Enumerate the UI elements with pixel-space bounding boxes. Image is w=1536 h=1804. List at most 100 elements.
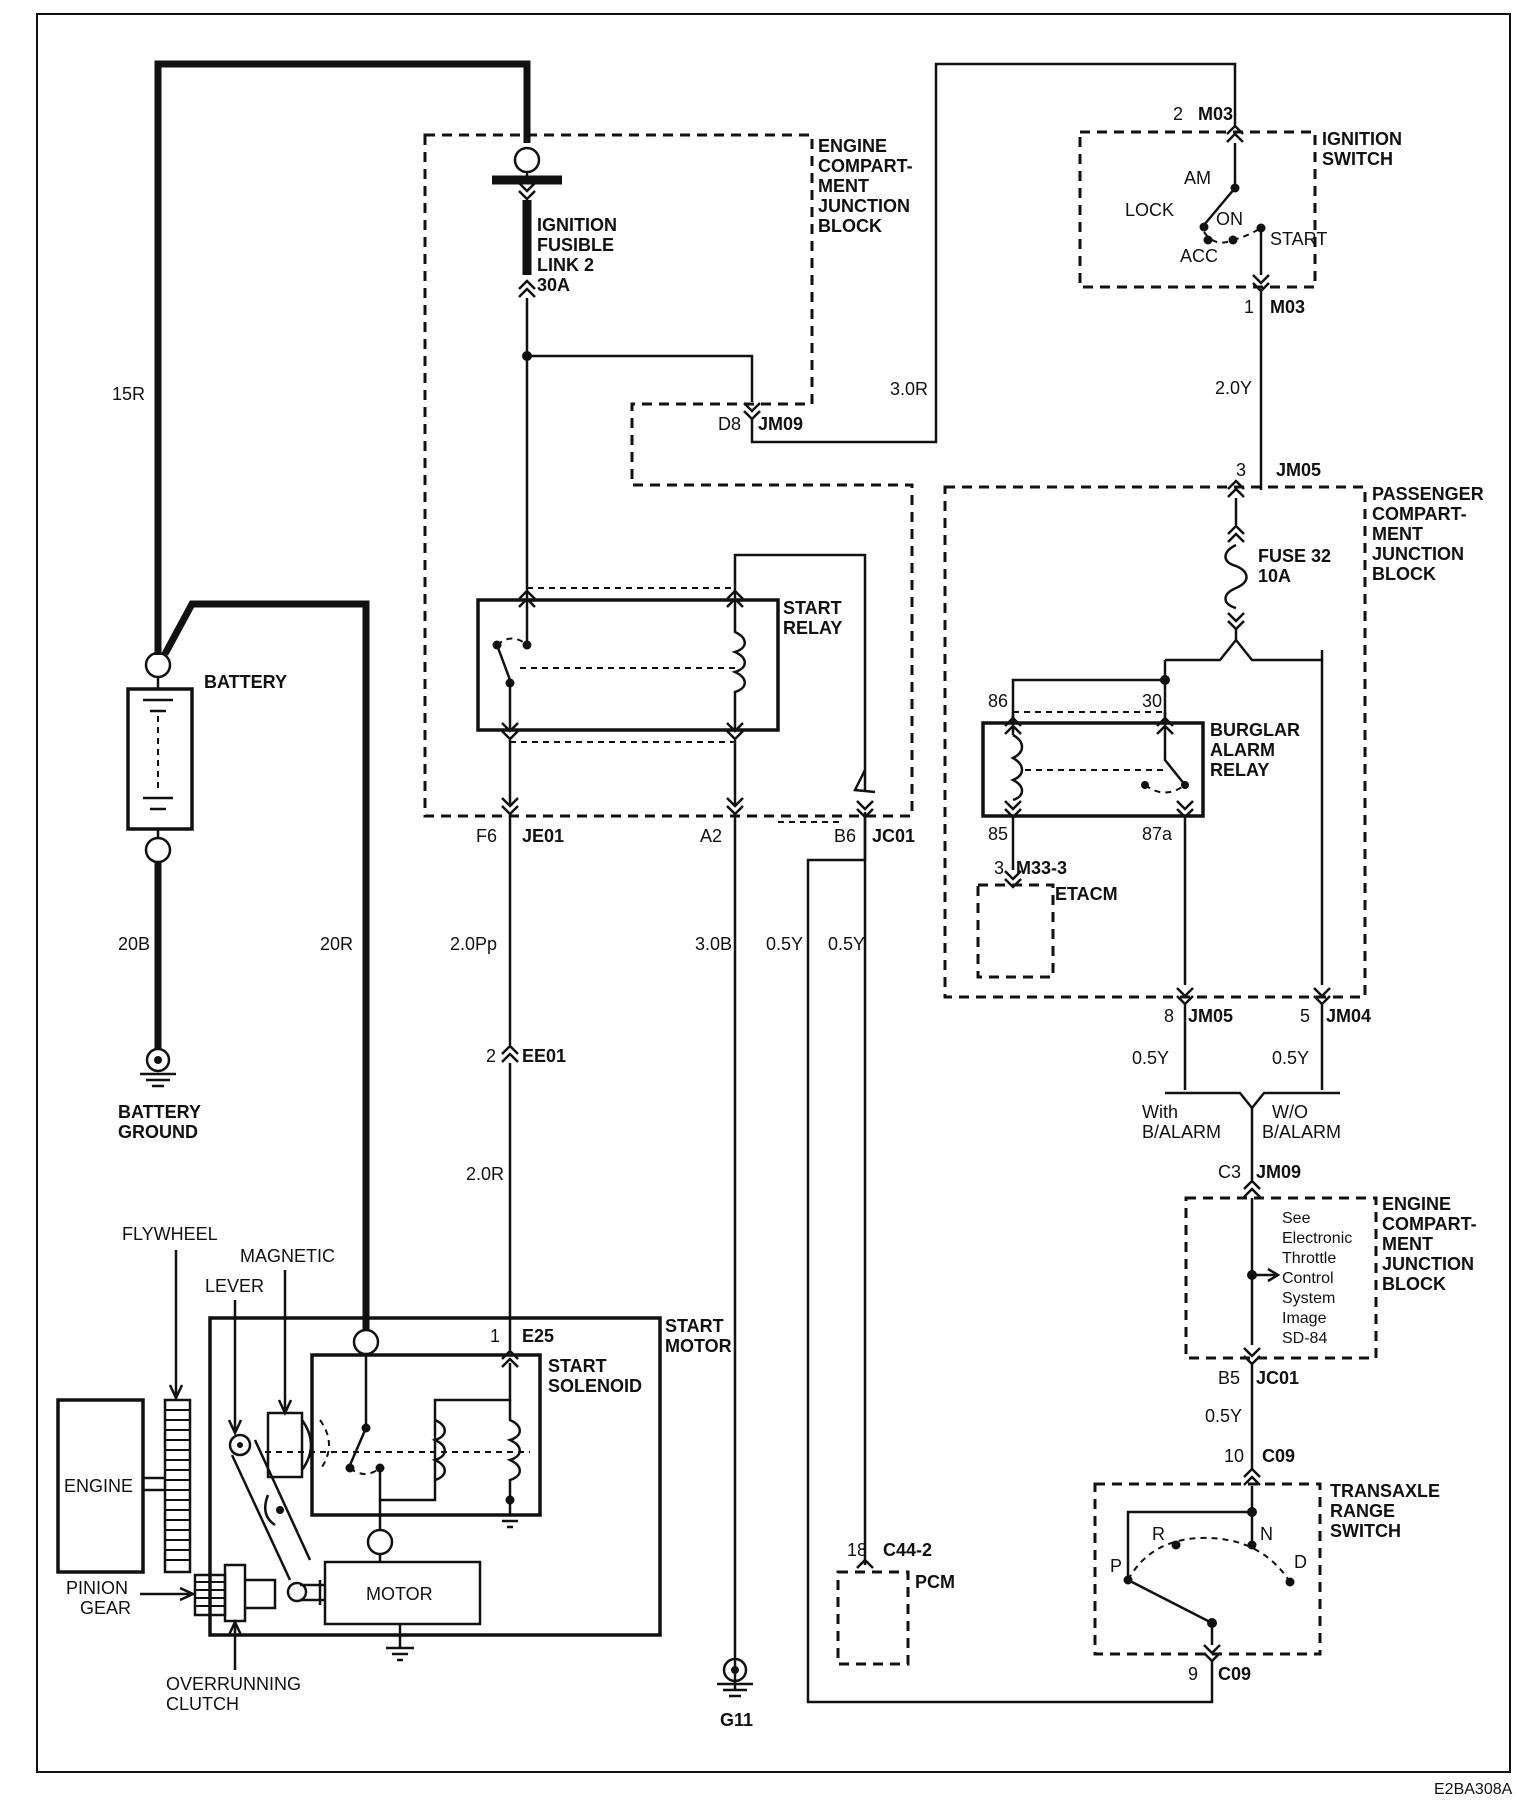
wire-20r	[161, 600, 370, 1330]
m03-bot-pin: 1	[1244, 297, 1254, 317]
fuse-32	[1224, 498, 1248, 640]
etacm-label: ETACM	[1055, 884, 1118, 904]
svg-text:START: START	[783, 598, 842, 618]
svg-text:BURGLAR: BURGLAR	[1210, 720, 1300, 740]
svg-text:FUSIBLE: FUSIBLE	[537, 235, 614, 255]
svg-text:Image: Image	[1282, 1310, 1327, 1327]
start-motor-label: START MOTOR	[665, 1316, 732, 1356]
engine-label: ENGINE	[64, 1476, 133, 1496]
jc01-b5-id: JC01	[1256, 1368, 1299, 1388]
jm09-c3-pin: C3	[1218, 1162, 1241, 1182]
wire-label-05y-e: 0.5Y	[1205, 1406, 1242, 1426]
c44-pin: 18	[847, 1540, 867, 1560]
burglar-alarm-relay	[981, 721, 1205, 818]
passenger-cjb-label: PASSENGER COMPART- MENT JUNCTION BLOCK	[1372, 484, 1484, 584]
svg-text:START: START	[665, 1316, 724, 1336]
option-splice	[1165, 1091, 1340, 1111]
svg-text:COMPART-: COMPART-	[1382, 1214, 1477, 1234]
wire-05y-b6	[806, 812, 1214, 1704]
svg-text:GEAR: GEAR	[80, 1598, 131, 1618]
svg-text:OVERRUNNING: OVERRUNNING	[166, 1674, 301, 1694]
wire-to-jm09	[527, 354, 754, 402]
c09-10-id: C09	[1262, 1446, 1295, 1466]
svg-text:CLUTCH: CLUTCH	[166, 1694, 239, 1714]
je01-id: JE01	[522, 826, 564, 846]
svg-text:Electronic: Electronic	[1282, 1230, 1352, 1247]
wire-label-20r: 20R	[320, 934, 353, 954]
svg-text:W/O: W/O	[1272, 1102, 1308, 1122]
magnetic-label: MAGNETIC	[240, 1246, 335, 1266]
svg-text:MENT: MENT	[1372, 524, 1423, 544]
svg-text:RANGE: RANGE	[1330, 1501, 1395, 1521]
start-relay-label: START RELAY	[783, 598, 842, 638]
svg-text:B/ALARM: B/ALARM	[1262, 1122, 1341, 1142]
gear-r: R	[1152, 1524, 1165, 1544]
svg-text:BLOCK: BLOCK	[1382, 1274, 1446, 1294]
ignition-switch-label: IGNITION SWITCH	[1322, 129, 1402, 169]
relay-30: 30	[1142, 691, 1162, 711]
svg-text:IGNITION: IGNITION	[1322, 129, 1402, 149]
ignition-fusible-link	[492, 146, 562, 590]
start-motor-outline	[208, 1316, 662, 1637]
svg-text:BLOCK: BLOCK	[818, 216, 882, 236]
relay-coil-feed	[733, 553, 867, 792]
flywheel-label: FLYWHEEL	[122, 1224, 218, 1244]
battery-ground-label-2: GROUND	[118, 1122, 198, 1142]
motor-box	[323, 1560, 482, 1626]
svg-text:MOTOR: MOTOR	[665, 1336, 732, 1356]
start-solenoid-label: START SOLENOID	[548, 1356, 642, 1396]
svg-text:PINION: PINION	[66, 1578, 128, 1598]
wire-label-3-0r: 3.0R	[890, 379, 928, 399]
je01-pin: F6	[476, 826, 497, 846]
svg-text:SWITCH: SWITCH	[1322, 149, 1393, 169]
pinion-gear-label: PINION GEAR	[66, 1578, 131, 1618]
fuse-32-branch	[1165, 639, 1324, 985]
jc01-b6-id: JC01	[872, 826, 915, 846]
c44-id: C44-2	[883, 1540, 932, 1560]
svg-text:B/ALARM: B/ALARM	[1142, 1122, 1221, 1142]
svg-text:With: With	[1142, 1102, 1178, 1122]
svg-text:JUNCTION: JUNCTION	[818, 196, 910, 216]
m33-pin: 3	[994, 858, 1004, 878]
figure-id: E2BA308A	[1434, 1781, 1513, 1798]
c09-9-pin: 9	[1188, 1664, 1198, 1684]
svg-text:PASSENGER: PASSENGER	[1372, 484, 1484, 504]
battery-label: BATTERY	[204, 672, 287, 692]
a2-pin: A2	[700, 826, 722, 846]
m03-top-pin: 2	[1173, 104, 1183, 124]
overrunning-clutch-label: OVERRUNNING CLUTCH	[166, 1674, 301, 1714]
svg-text:Throttle: Throttle	[1282, 1250, 1336, 1267]
svg-text:JUNCTION: JUNCTION	[1372, 544, 1464, 564]
g11-label: G11	[720, 1710, 753, 1730]
jm05-3-id: JM05	[1276, 460, 1321, 480]
transaxle-switch-outline	[1093, 1482, 1322, 1656]
passenger-cjb-outline	[943, 485, 1367, 999]
jc01-b5-pin: B5	[1218, 1368, 1240, 1388]
transaxle-switch-label: TRANSAXLE RANGE SWITCH	[1330, 1481, 1440, 1541]
svg-text:TRANSAXLE: TRANSAXLE	[1330, 1481, 1440, 1501]
diagram-frame	[36, 13, 1511, 1773]
m03-top-id: M03	[1198, 104, 1233, 124]
wire-label-3-0b: 3.0B	[695, 934, 732, 954]
wire-label-05y-a: 0.5Y	[766, 934, 803, 954]
svg-text:SWITCH: SWITCH	[1330, 1521, 1401, 1541]
battery-ground-icon	[140, 1047, 176, 1088]
svg-text:RELAY: RELAY	[1210, 760, 1269, 780]
wire-label-2-0pp: 2.0Pp	[450, 934, 497, 954]
wire-label-05y-c: 0.5Y	[1132, 1048, 1169, 1068]
svg-text:START: START	[548, 1356, 607, 1376]
start-relay-internals	[492, 587, 746, 743]
ignition-switch-contacts	[1199, 143, 1271, 293]
wire-label-15r: 15R	[112, 384, 145, 404]
option-labels: With B/ALARM W/O B/ALARM	[1142, 1102, 1341, 1142]
wire-to-burglar-relay	[1011, 660, 1167, 718]
motor-ground-icon	[386, 1624, 414, 1662]
switch-on: ON	[1216, 209, 1243, 229]
relay-86: 86	[988, 691, 1008, 711]
ee01-id: EE01	[522, 1046, 566, 1066]
engine-cjb-outline	[423, 133, 914, 818]
switch-start: START	[1270, 229, 1327, 249]
start-solenoid-internals	[265, 1328, 530, 1562]
svg-text:ENGINE: ENGINE	[1382, 1194, 1451, 1214]
